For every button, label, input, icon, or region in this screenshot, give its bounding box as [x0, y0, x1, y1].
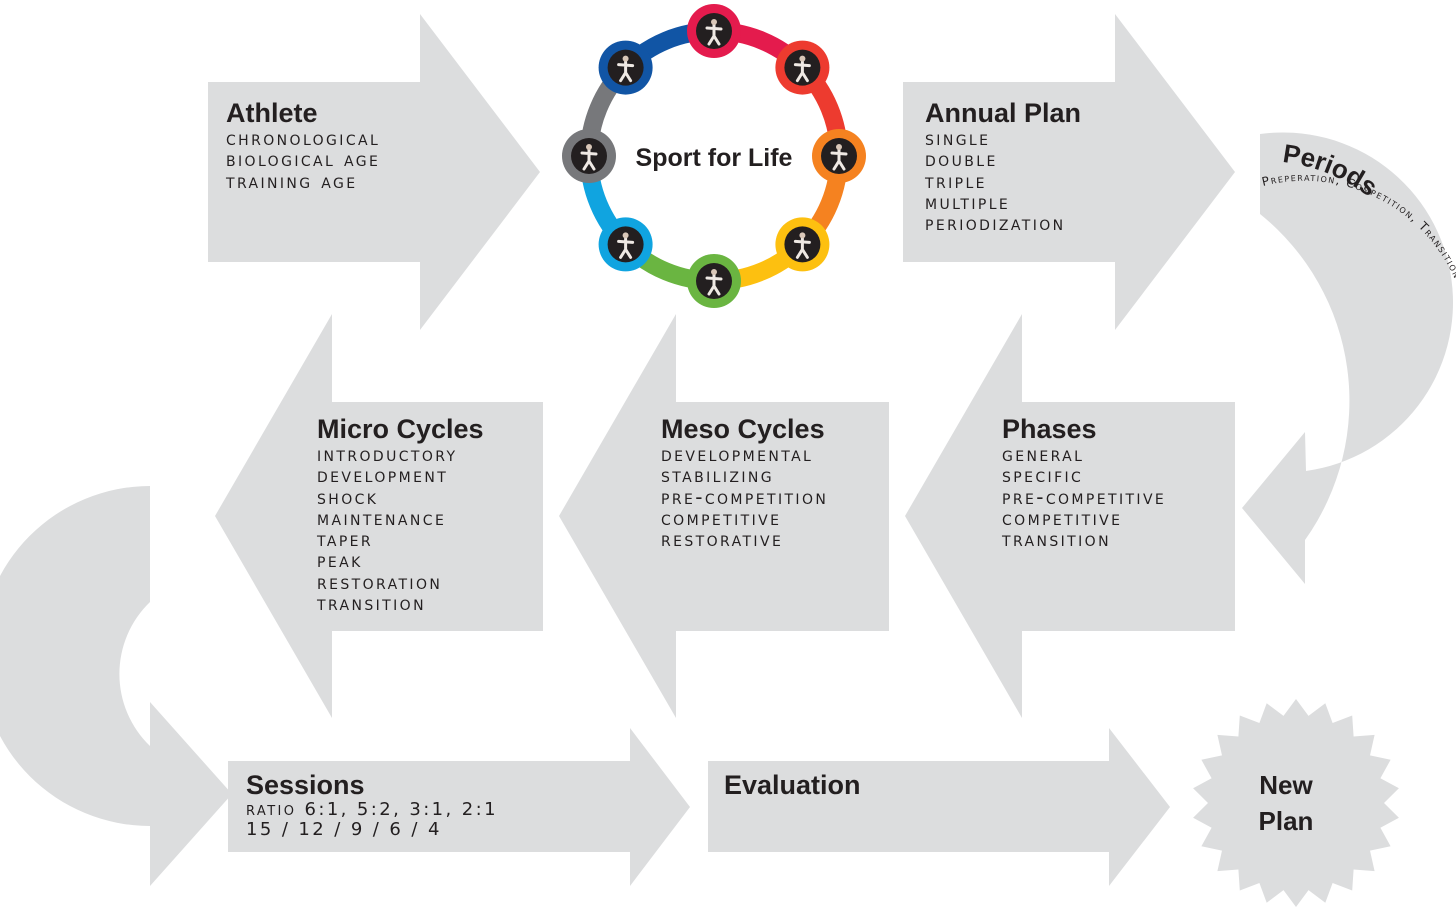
sessions-item: Ratio 6:1, 5:2, 3:1, 2:1 [246, 799, 498, 820]
athlete-item: Biological Age [226, 147, 381, 172]
meso-cycles-item: Restorative [661, 527, 784, 552]
micro-cycles-item: Introductory [317, 442, 458, 466]
new-plan-line: New [1259, 770, 1313, 800]
phases-item: Specific [1002, 463, 1084, 488]
athlete-title: Athlete [226, 98, 318, 128]
meso-cycles-title: Meso Cycles [661, 414, 825, 444]
annual-plan-title: Annual Plan [925, 98, 1082, 128]
sessions-item: 15 / 12 / 9 / 6 / 4 [246, 819, 442, 840]
micro-cycles-item: Restoration [317, 569, 443, 594]
micro-cycles-items: Introductory Development Shock Maintenan… [317, 442, 484, 616]
micro-cycles-item: Taper [317, 527, 374, 552]
micro-cycles-item: Peak [317, 548, 363, 573]
athlete-item: Chronological [226, 126, 381, 150]
athlete-block: Athlete Chronological Biological Age Tra… [226, 98, 380, 192]
periods-curved-arrow [1242, 132, 1454, 584]
annual-plan-arrow [903, 14, 1235, 330]
micro-cycles-item: Maintenance [317, 505, 447, 530]
micro-cycles-title: Micro Cycles [317, 414, 484, 444]
new-plan-line: Plan [1258, 806, 1314, 836]
meso-cycles-item: Developmental [661, 442, 814, 466]
sport-for-life-title: Sport for Life [636, 144, 793, 172]
meso-cycles-item: Stabilizing [661, 463, 775, 488]
new-plan-starburst [1193, 699, 1399, 907]
meso-cycles-block: Meso Cycles Developmental Stabilizing Pr… [661, 414, 828, 550]
phases-item: General [1002, 442, 1085, 466]
athlete-item: Training Age [226, 168, 358, 193]
micro-cycles-item: Transition [317, 591, 426, 616]
meso-cycles-items: Developmental Stabilizing Pre-competitio… [661, 442, 829, 552]
meso-cycles-arrow [559, 314, 889, 718]
phases-item: Competitive [1002, 505, 1123, 530]
sessions-arrow [228, 728, 690, 886]
phases-block: Phases General Specific Pre-competitive … [1002, 414, 1166, 550]
evaluation-arrow [708, 728, 1170, 886]
micro-cycles-arrow [215, 314, 543, 718]
annual-plan-item: Double [925, 147, 998, 172]
evaluation-block: Evaluation [724, 770, 861, 800]
evaluation-title: Evaluation [724, 770, 861, 800]
annual-plan-block: Annual Plan Single Double Triple Multipl… [925, 98, 1081, 234]
karate-figure-icon [775, 40, 830, 95]
phases-item: Pre-competitive [1002, 484, 1167, 509]
annual-plan-items: Single Double Triple Multiple Periodizat… [925, 126, 1081, 236]
karate-figure-icon [812, 129, 866, 183]
sessions-title: Sessions [246, 770, 365, 800]
karate-figure-icon [598, 40, 653, 95]
karate-figure-icon [562, 129, 616, 183]
meso-cycles-item: Competitive [661, 505, 782, 530]
micro-cycles-item: Shock [317, 484, 379, 509]
left-curved-arrow [0, 486, 232, 886]
karate-figure-icon [687, 4, 741, 58]
athlete-arrow [208, 14, 540, 330]
annual-plan-item: Periodization [925, 211, 1066, 236]
annual-plan-item: Single [925, 126, 991, 150]
micro-cycles-item: Development [317, 463, 449, 488]
meso-cycles-item: Pre-competition [661, 484, 829, 509]
micro-cycles-block: Micro Cycles Introductory Development Sh… [317, 414, 484, 614]
phases-items: General Specific Pre-competitive Competi… [1002, 442, 1167, 552]
sessions-block: Sessions Ratio 6:1, 5:2, 3:1, 2:1 15 / 1… [246, 770, 498, 840]
phases-item: Transition [1002, 527, 1111, 552]
phases-title: Phases [1002, 414, 1097, 444]
phases-arrow [905, 314, 1235, 718]
karate-figure-icon [687, 254, 741, 308]
annual-plan-item: Triple [925, 168, 987, 193]
sport-for-life-ring [562, 4, 866, 308]
karate-figure-icon [775, 217, 830, 272]
karate-figure-icon [598, 217, 653, 272]
sessions-items: Ratio 6:1, 5:2, 3:1, 2:1 15 / 12 / 9 / 6… [246, 800, 498, 840]
annual-plan-item: Multiple [925, 189, 1011, 214]
new-plan-label: New Plan [1238, 767, 1334, 839]
athlete-items: Chronological Biological Age Training Ag… [226, 126, 381, 193]
